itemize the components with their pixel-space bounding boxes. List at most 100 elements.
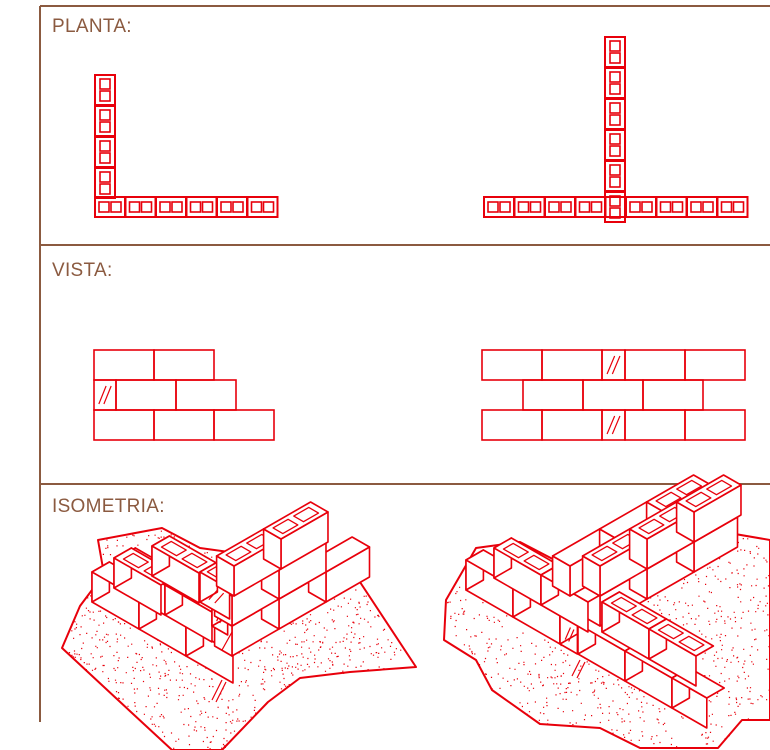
block-cell	[220, 201, 232, 213]
elevation-block	[481, 349, 543, 381]
block-cell	[609, 52, 621, 64]
elevation-block	[684, 349, 746, 381]
block-cell	[609, 71, 621, 83]
t-junction-plan	[483, 36, 749, 223]
block-cell	[560, 201, 572, 213]
elevation-block	[522, 379, 584, 411]
plan-block	[216, 196, 248, 218]
hatch-line	[568, 629, 575, 642]
block-cell-opening	[122, 552, 149, 569]
plan-block	[94, 136, 116, 168]
block-cell-opening	[685, 491, 712, 508]
plan-block	[686, 196, 718, 218]
l-corner-plan	[94, 74, 279, 218]
block-cell	[99, 152, 111, 164]
corner-hatch	[211, 679, 223, 701]
plan-block	[94, 167, 116, 199]
plan-block	[124, 196, 157, 218]
block-cell	[99, 171, 111, 183]
block-cell	[702, 201, 714, 213]
elevation-block	[93, 349, 155, 381]
hatch-line	[606, 355, 616, 375]
block-cell	[609, 164, 621, 176]
block-outline	[246, 196, 279, 218]
sheet-frame	[39, 5, 770, 722]
block-cell-opening	[706, 479, 733, 496]
elevation-block	[115, 379, 177, 411]
elevation-block	[153, 349, 215, 381]
block-cell	[99, 183, 111, 195]
elevation-block	[684, 409, 746, 441]
plan-connector-block	[604, 196, 626, 218]
block-cell-opening	[657, 623, 684, 640]
block-cell	[517, 201, 530, 213]
plan-block	[604, 36, 626, 68]
iso-block	[648, 618, 715, 687]
block-cell	[171, 201, 183, 213]
corner-hatch	[215, 681, 227, 703]
elevation-block	[481, 409, 543, 441]
block-cell	[98, 201, 110, 213]
block-cell	[609, 114, 621, 126]
block-cell-opening	[160, 540, 187, 557]
elevation-block	[582, 379, 644, 411]
hatch-line	[103, 385, 112, 405]
block-cell-opening	[631, 608, 658, 625]
block-cell	[629, 201, 641, 213]
hatch-line	[208, 589, 219, 601]
block-cell	[499, 201, 511, 213]
elevation-block	[642, 379, 704, 411]
elevation-block	[93, 409, 155, 441]
block-cell	[262, 201, 275, 213]
block-cell-opening	[502, 542, 529, 559]
iso-block	[151, 535, 218, 604]
block-cell	[99, 121, 111, 133]
block-cell-opening	[523, 554, 550, 571]
block-outline	[716, 196, 749, 218]
block-cell	[99, 140, 111, 152]
block-cell-opening	[181, 552, 208, 569]
plan-block	[94, 105, 116, 137]
vista-figures	[93, 349, 746, 441]
hatched-half-block	[601, 349, 626, 381]
iso-block	[601, 591, 668, 660]
block-cell-opening	[678, 635, 705, 652]
block-cell-opening	[610, 596, 637, 613]
elevation-block	[541, 349, 603, 381]
block-cell	[201, 201, 214, 213]
section-label-vista: VISTA:	[52, 260, 113, 281]
hatch-line	[606, 415, 616, 435]
plan-block	[544, 196, 576, 218]
elevation-block	[213, 409, 275, 441]
elevation-block	[624, 349, 686, 381]
plan-block	[246, 196, 279, 218]
plan-block	[604, 67, 626, 99]
block-cell	[732, 201, 745, 213]
hatched-half-block	[93, 379, 117, 411]
plan-block	[574, 196, 607, 218]
hatched-half-block	[601, 409, 626, 441]
block-cell	[609, 133, 621, 145]
block-cell	[159, 201, 171, 213]
hatch-line	[611, 355, 621, 375]
block-cell	[110, 201, 122, 213]
section-label-isometria: ISOMETRIA:	[52, 496, 165, 517]
block-cell	[609, 40, 621, 52]
block-cell-opening	[272, 518, 299, 535]
block-cell	[128, 201, 141, 213]
block-cell	[99, 78, 111, 90]
iso-block	[262, 501, 329, 570]
block-cell	[659, 201, 672, 213]
half-block-outline	[601, 409, 626, 441]
hatch-line	[214, 592, 225, 604]
plan-block	[604, 129, 626, 161]
plan-block	[716, 196, 749, 218]
plan-block	[655, 196, 688, 218]
elevation-block	[541, 409, 603, 441]
block-cell	[590, 201, 603, 213]
block-cell	[578, 201, 591, 213]
block-cell	[609, 176, 621, 188]
block-cell	[99, 90, 111, 102]
block-cell	[641, 201, 653, 213]
block-cell	[609, 102, 621, 114]
